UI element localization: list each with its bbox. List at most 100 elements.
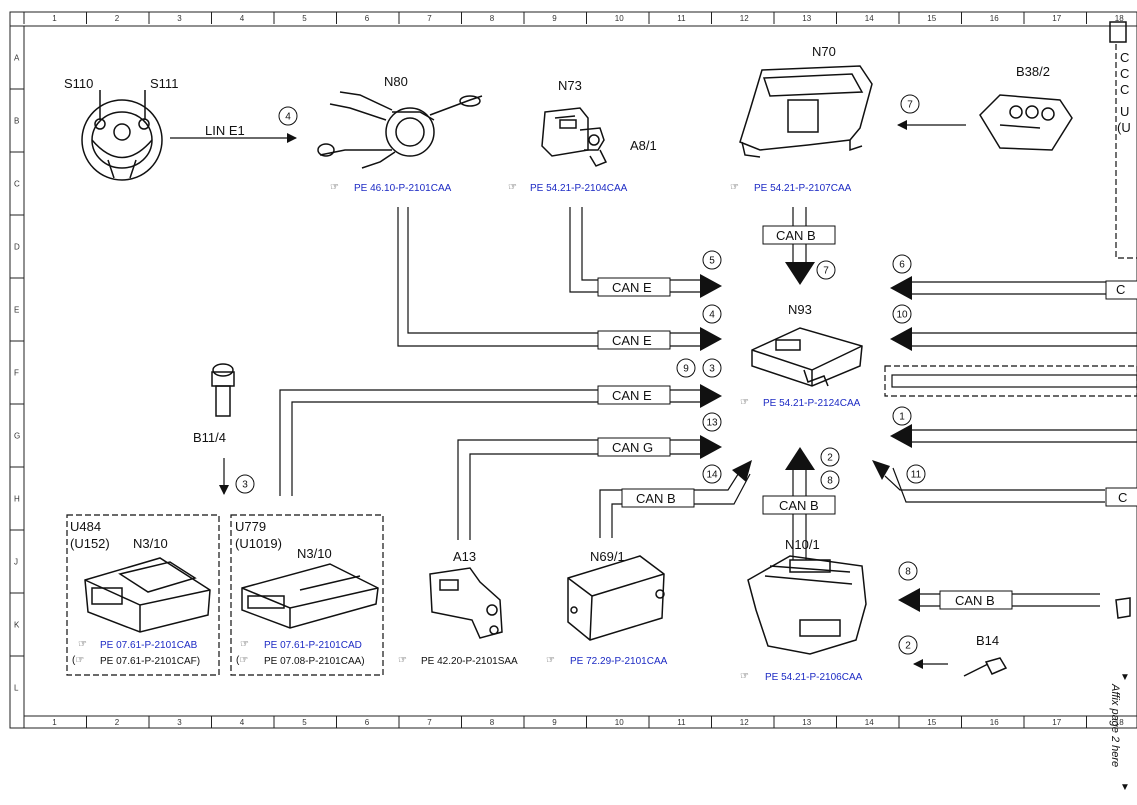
- overhead-control-panel-icon: [739, 65, 873, 158]
- bus-label-can-b-right: CAN B: [955, 593, 995, 608]
- ref-u484-b: (☞ PE 07.61-P-2101CAF): [72, 655, 200, 667]
- svg-text:PE 42.20-P-2101SAA: PE 42.20-P-2101SAA: [421, 656, 518, 667]
- ref-n69[interactable]: ☞PE 72.29-P-2101CAA: [546, 655, 668, 667]
- svg-text:☞: ☞: [330, 182, 339, 193]
- ruler-col-8: 8: [490, 718, 495, 727]
- outside-temp-sensor-icon: [963, 657, 1008, 677]
- dashed-groups: [66, 44, 1137, 676]
- ruler-col-12: 12: [740, 718, 749, 727]
- ref-n70[interactable]: ☞PE 54.21-P-2107CAA: [730, 182, 852, 194]
- bus-label-can-b-n69: CAN B: [636, 491, 676, 506]
- marker-m9: 9: [683, 364, 689, 375]
- svg-text:☞: ☞: [508, 182, 517, 193]
- steering-wheel-icon: [81, 90, 163, 181]
- bus-label-can-e-b11: CAN E: [612, 388, 652, 403]
- svg-text:(☞: (☞: [72, 655, 84, 666]
- bus-label-can-e-n73: CAN E: [612, 280, 652, 295]
- marker-m2_n93: 2: [827, 453, 833, 464]
- ruler-col-7: 7: [427, 14, 432, 23]
- marker-m2_b14: 2: [905, 641, 911, 652]
- label-n80: N80: [384, 74, 408, 89]
- ruler-columns: 1122334455667788991010111112121313141415…: [23, 12, 1124, 728]
- sam-control-unit-icon: [747, 555, 867, 655]
- ruler-col-11: 11: [677, 14, 686, 23]
- marker-circle-m2_n93: [820, 447, 840, 467]
- marker-m8_n93: 8: [827, 476, 833, 487]
- svg-text:C: C: [1120, 50, 1129, 65]
- label-u779: U779: [235, 519, 266, 534]
- marker-circle-m8_n93: [820, 470, 840, 490]
- label-n73: N73: [558, 78, 582, 93]
- steering-column-module-icon: [317, 91, 483, 169]
- bus-label-boxes: [597, 225, 1137, 610]
- ruler-row-L: L: [14, 684, 19, 693]
- ruler-col-16: 16: [990, 718, 999, 727]
- svg-text:C: C: [1120, 66, 1129, 81]
- marker-circle-m6: [892, 254, 912, 274]
- svg-text:C: C: [1116, 282, 1125, 297]
- label-n69-1: N69/1: [590, 549, 625, 564]
- label-u484: U484: [70, 519, 101, 534]
- marker-m4_lin: 4: [285, 112, 291, 123]
- ruler-row-H: H: [14, 495, 20, 504]
- ruler-col-11: 11: [677, 718, 686, 727]
- ref-n93[interactable]: ☞ PE 54.21-P-2124CAA: [740, 397, 861, 409]
- marker-circle-m10: [892, 304, 912, 324]
- ruler-row-E: E: [14, 306, 19, 315]
- label-n70: N70: [812, 44, 836, 59]
- marker-m13: 13: [706, 418, 718, 429]
- marker-circle-m13: [702, 412, 722, 432]
- label-a13: A13: [453, 549, 476, 564]
- thin-arrows: [170, 120, 966, 669]
- svg-text:☞: ☞: [398, 655, 407, 666]
- ref-n10[interactable]: ☞PE 54.21-P-2106CAA: [740, 671, 863, 683]
- svg-text:PE 07.61-P-2101CAF): PE 07.61-P-2101CAF): [100, 656, 200, 667]
- ruler-col-7: 7: [427, 718, 432, 727]
- a13-component-icon: [429, 567, 503, 639]
- ruler-row-F: F: [14, 369, 19, 378]
- ref-u484-a[interactable]: ☞PE 07.61-P-2101CAB: [78, 639, 198, 651]
- ref-a13[interactable]: ☞ PE 42.20-P-2101SAA: [398, 655, 518, 667]
- ignition-switch-icon: [541, 107, 608, 167]
- svg-text:U: U: [1120, 104, 1129, 119]
- marker-m7_b38: 7: [907, 100, 913, 111]
- label-s110: S110: [64, 76, 93, 91]
- ref-n73[interactable]: ☞PE 54.21-P-2104CAA: [508, 182, 628, 194]
- ruler-col-15: 15: [927, 718, 936, 727]
- svg-text:☞: ☞: [240, 639, 249, 650]
- engine-ecu-right-icon: [241, 563, 379, 629]
- svg-text:☞: ☞: [740, 397, 749, 408]
- marker-m14: 14: [706, 470, 718, 481]
- marker-circle-m5: [702, 250, 722, 270]
- ref-u779-b: (☞PE 07.08-P-2101CAA): [236, 655, 365, 667]
- svg-text:▼: ▼: [1120, 782, 1130, 790]
- ruler-col-1: 1: [52, 14, 57, 23]
- marker-m8_n10: 8: [905, 567, 911, 578]
- bus-label-can-b-n70: CAN B: [776, 228, 816, 243]
- ref-u779-a[interactable]: ☞ PE 07.61-P-2101CAD: [240, 639, 362, 651]
- ruler-col-13: 13: [802, 14, 811, 23]
- svg-text:☞: ☞: [78, 639, 87, 650]
- ruler-col-3: 3: [177, 14, 182, 23]
- marker-m6: 6: [899, 260, 905, 271]
- svg-text:(☞: (☞: [236, 655, 248, 666]
- ruler-col-14: 14: [865, 718, 874, 727]
- bus-labels: LIN E1 CAN B CAN E CAN E CAN E CAN G CAN…: [205, 123, 995, 608]
- label-b38-2: B38/2: [1016, 64, 1050, 79]
- label-b11-4: B11/4: [193, 430, 226, 445]
- reference-links: ☞PE 46.10-P-2101CAA ☞PE 54.21-P-2104CAA …: [72, 182, 863, 683]
- svg-text:PE 07.61-P-2101CAD: PE 07.61-P-2101CAD: [264, 640, 362, 651]
- marker-circle-m4_lin: [278, 106, 298, 126]
- svg-text:PE 46.10-P-2101CAA: PE 46.10-P-2101CAA: [354, 183, 452, 194]
- ruler-col-2: 2: [115, 718, 120, 727]
- affix-text: Affix page 2 here: [1109, 683, 1121, 767]
- svg-text:PE 54.21-P-2124CAA: PE 54.21-P-2124CAA: [763, 398, 861, 409]
- marker-circle-m14: [702, 464, 722, 484]
- ruler-row-D: D: [14, 243, 20, 252]
- ref-n80[interactable]: ☞ PE 46.10-P-2101CAA: [330, 182, 452, 194]
- ruler-row-G: G: [14, 432, 20, 441]
